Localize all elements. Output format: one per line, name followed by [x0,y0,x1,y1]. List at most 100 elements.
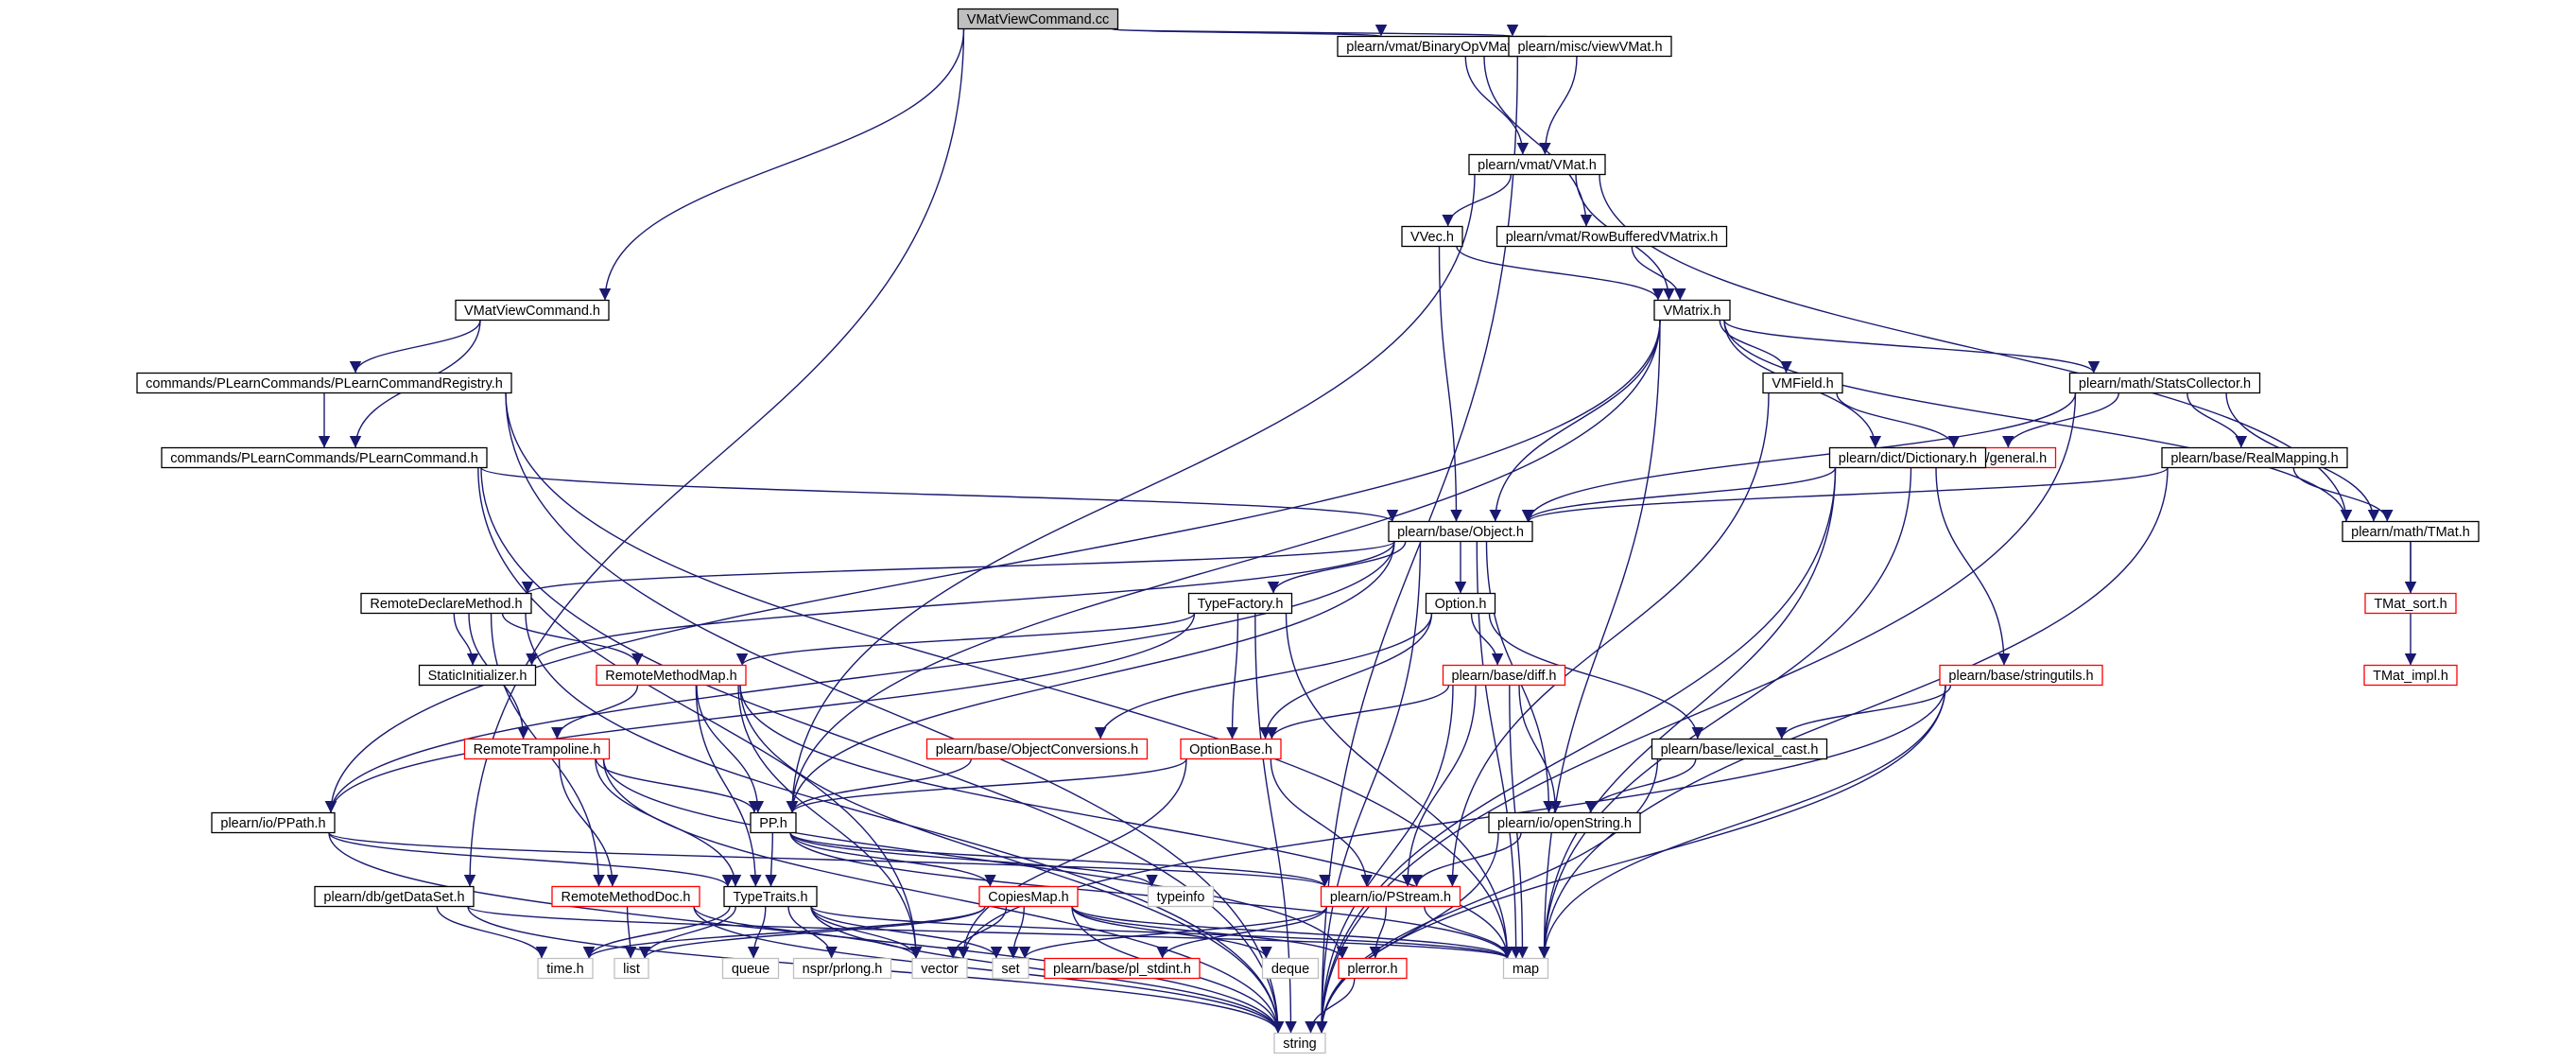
edge-typetraits-to-queue [747,906,767,959]
edge-optionbase-to-pp [786,758,1187,813]
edge-statscollector-to-object [1522,392,2077,522]
node-pp[interactable]: PP.h [750,811,797,834]
node-rowbuffered[interactable]: plearn/vmat/RowBufferedVMatrix.h [1495,225,1728,248]
node-deque: deque [1261,957,1320,980]
node-copiesmap[interactable]: CopiesMap.h [978,885,1079,908]
edge-remotemethoddoc-to-vector [693,906,923,959]
node-dictionary[interactable]: plearn/dict/Dictionary.h [1828,446,1987,469]
edge-lexicalcast-to-openstring [1584,758,1697,813]
node-remotemethodmap[interactable]: RemoteMethodMap.h [596,664,747,687]
edge-remotemethoddoc-to-list [624,906,637,959]
edge-dictionary-to-map [1538,467,1837,959]
node-label: commands/PLearnCommands/PLearnCommandReg… [146,376,503,392]
node-remotetrampoline[interactable]: RemoteTrampoline.h [463,738,611,760]
node-label: commands/PLearnCommands/PLearnCommand.h [170,451,478,466]
node-label: RemoteMethodDoc.h [561,890,690,905]
node-tmat[interactable]: plearn/math/TMat.h [2342,520,2480,543]
edge-optionbase-to-vector [957,758,1187,959]
edge-binaryop-to-vmat-h [1464,56,1530,155]
node-vmatviewcommand-h[interactable]: VMatViewCommand.h [455,299,610,322]
node-viewvmat[interactable]: plearn/misc/viewVMat.h [1508,35,1672,58]
edge-typetraits-to-map [810,905,1513,960]
edge-vmatrix-to-tmat [1723,320,2353,522]
edge-registry-to-map [505,392,1513,959]
node-object[interactable]: plearn/base/Object.h [1388,520,1533,543]
node-typefactory[interactable]: TypeFactory.h [1187,592,1293,615]
edge-object-to-pp [786,541,1395,813]
node-getdataset[interactable]: plearn/db/getDataSet.h [314,885,475,908]
edge-getdataset-to-map [467,905,1513,960]
node-vmatviewcommand-cc[interactable]: VMatViewCommand.cc [957,8,1119,30]
node-pl-stdint[interactable]: plearn/base/pl_stdint.h [1044,957,1201,980]
node-box [1762,372,1843,394]
node-label: plearn/vmat/BinaryOpVMatrix.h [1346,40,1536,55]
node-diff[interactable]: plearn/base/diff.h [1442,664,1566,687]
edge-ppath-to-typetraits [328,832,735,887]
node-objectconversions[interactable]: plearn/base/ObjectConversions.h [925,738,1149,760]
node-plerror[interactable]: plerror.h [1338,957,1408,980]
node-remotedeclare[interactable]: RemoteDeclareMethod.h [360,592,532,615]
edge-vmatrix-to-vmfield [1719,320,1792,374]
edge-vmatrix-to-object [1489,320,1661,522]
node-realmapping[interactable]: plearn/base/RealMapping.h [2161,446,2348,469]
node-label: TMat_sort.h [2374,597,2446,612]
node-statscollector[interactable]: plearn/math/StatsCollector.h [2068,372,2261,394]
edge-openstring-to-string [1315,832,1499,1034]
node-optionbase[interactable]: OptionBase.h [1180,738,1282,760]
node-vmfield[interactable]: VMField.h [1762,372,1843,394]
node-registry[interactable]: commands/PLearnCommands/PLearnCommandReg… [136,372,512,394]
node-box [360,592,532,615]
edge-option-to-lexicalcast [1488,613,1704,740]
node-option[interactable]: Option.h [1425,592,1496,615]
node-ppath[interactable]: plearn/io/PPath.h [211,811,336,834]
edge-typetraits-to-time [582,906,731,959]
node-box [1468,153,1606,176]
node-tmat-impl[interactable]: TMat_impl.h [2363,664,2458,687]
edge-vmatviewcommand-cc-to-getdataset [463,28,965,887]
node-typetraits[interactable]: TypeTraits.h [723,885,818,908]
edge-pp-to-copiesmap [789,832,996,887]
node-vvec[interactable]: VVec.h [1401,225,1463,248]
node-tmat-sort[interactable]: TMat_sort.h [2364,592,2457,615]
node-stringutils[interactable]: plearn/base/stringutils.h [1939,664,2103,687]
edge-optionbase-to-pstream [1270,758,1373,887]
edge-remotemethodmap-to-pp [696,685,765,813]
node-label: plearn/vmat/VMat.h [1478,158,1597,173]
node-box [596,664,747,687]
edge-copiesmap-to-map [1071,906,1513,959]
node-openstring[interactable]: plearn/io/openString.h [1488,811,1641,834]
node-label: RemoteMethodMap.h [605,669,736,684]
node-box [1187,592,1293,615]
node-pstream[interactable]: plearn/io/PStream.h [1320,885,1461,908]
node-label: plearn/base/pl_stdint.h [1053,962,1191,977]
node-label: map [1513,962,1539,977]
node-label: plearn/base/diff.h [1452,669,1557,684]
node-label: plearn/base/ObjectConversions.h [936,742,1138,757]
node-staticinit[interactable]: StaticInitializer.h [418,664,537,687]
edge-diff-to-optionbase [1266,685,1450,740]
node-vmat-h[interactable]: plearn/vmat/VMat.h [1468,153,1606,176]
node-binaryop[interactable]: plearn/vmat/BinaryOpVMatrix.h [1337,35,1547,58]
node-label: plearn/base/RealMapping.h [2170,451,2338,466]
node-box [211,811,336,834]
node-box [1044,957,1201,980]
node-box [1180,738,1282,760]
node-label: list [623,962,640,977]
node-label: plearn/io/PPath.h [220,816,325,831]
node-plearncommand[interactable]: commands/PLearnCommands/PLearnCommand.h [161,446,488,469]
node-label: StaticInitializer.h [428,669,527,684]
node-label: vector [921,962,959,977]
node-label: plearn/math/StatsCollector.h [2079,376,2251,392]
node-vmatrix[interactable]: VMatrix.h [1653,299,1731,322]
edge-dictionary-to-object [1521,467,1837,522]
node-remotemethoddoc[interactable]: RemoteMethodDoc.h [551,885,700,908]
edge-vvec-to-object [1438,246,1462,522]
node-label: plearn/misc/viewVMat.h [1517,40,1662,55]
edge-diff-to-openstring [1518,685,1562,813]
edge-pp-to-typeinfo [789,832,1158,887]
node-box [2364,592,2457,615]
node-box [911,957,968,980]
edge-remotetrampoline-to-pp [595,758,761,813]
node-lexicalcast[interactable]: plearn/base/lexical_cast.h [1651,738,1828,760]
node-string: string [1273,1032,1326,1054]
